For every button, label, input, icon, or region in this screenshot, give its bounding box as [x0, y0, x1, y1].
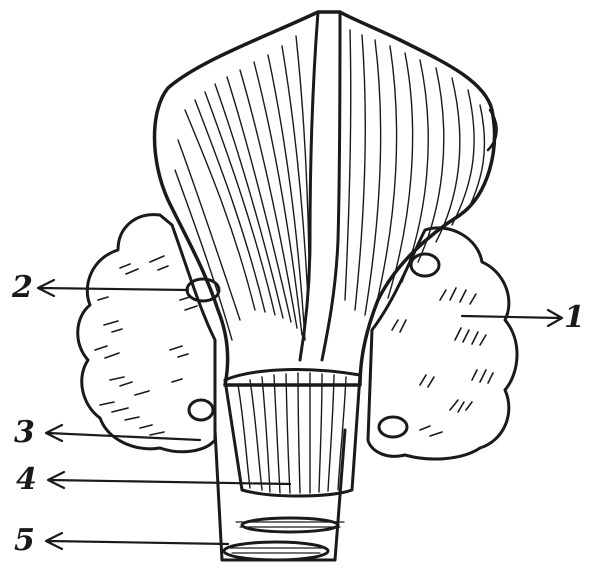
leader-1 [462, 310, 562, 326]
callout-label-4: 4 [16, 465, 37, 495]
leader-3 [46, 425, 200, 441]
upper-opening [242, 518, 338, 532]
left-gland [78, 215, 219, 452]
callout-label-3: 3 [14, 418, 35, 448]
lower-opening [224, 542, 328, 560]
left-duct-opening-lower [189, 400, 213, 420]
leader-4 [48, 472, 290, 488]
right-gland [368, 228, 517, 459]
callout-label-1: 1 [564, 303, 585, 333]
striated-neck [225, 370, 360, 496]
callout-label-2: 2 [12, 273, 33, 303]
callout-label-5: 5 [14, 526, 35, 556]
right-duct-opening-upper [411, 254, 439, 276]
muscular-body [155, 12, 497, 385]
right-duct-opening-lower [379, 417, 407, 437]
leader-2 [38, 280, 188, 296]
leader-5 [46, 533, 228, 549]
